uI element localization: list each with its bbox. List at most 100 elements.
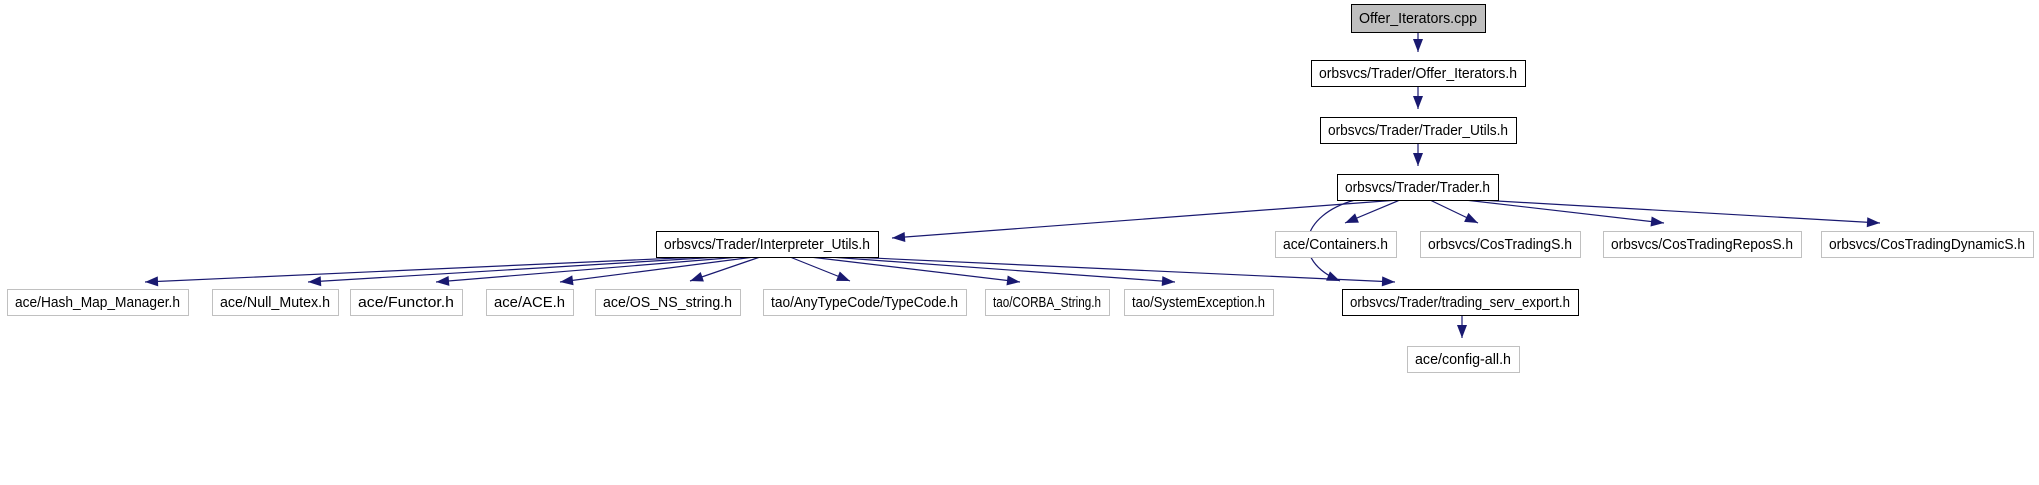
arrowhead-icon: [145, 276, 159, 287]
edge-trader_h-to-ace_containers_h: [1344, 199, 1401, 224]
arrowhead-icon: [1650, 216, 1664, 227]
node-label: ace/Functor.h: [358, 294, 454, 311]
node-box[interactable]: [1311, 60, 1526, 87]
node-functor_h[interactable]: ace/Functor.h: [350, 289, 463, 316]
edge-interpreter_utils_h-to-trading_serv_export_h: [849, 256, 1396, 287]
node-config_all_h[interactable]: ace/config-all.h: [1407, 346, 1520, 373]
arrowhead-icon: [1457, 325, 1467, 338]
arrowhead-icon: [836, 271, 850, 281]
arrowhead-icon: [1413, 96, 1423, 109]
node-label: orbsvcs/Trader/Interpreter_Utils.h: [664, 236, 870, 253]
node-label: orbsvcs/CosTradingReposS.h: [1611, 236, 1793, 253]
edge-line: [1479, 199, 1881, 224]
edge-line: [849, 256, 1396, 283]
node-box[interactable]: [1275, 231, 1397, 258]
node-label: ace/OS_NS_string.h: [603, 294, 732, 311]
node-costradingdynamic_h[interactable]: orbsvcs/CosTradingDynamicS.h: [1821, 231, 2034, 258]
node-label: orbsvcs/CosTradingDynamicS.h: [1829, 236, 2025, 253]
edge-interpreter_utils_h-to-ace_h: [559, 256, 755, 286]
edge-offer_iterators_cpp-to-offer_iterators_h: [1413, 32, 1423, 52]
node-label: ace/config-all.h: [1415, 351, 1511, 368]
node-box[interactable]: [1342, 289, 1579, 316]
node-interpreter_utils_h[interactable]: orbsvcs/Trader/Interpreter_Utils.h: [656, 231, 879, 258]
node-label: orbsvcs/Trader/Trader.h: [1345, 179, 1490, 196]
edge-line: [307, 256, 721, 283]
node-box[interactable]: [1337, 174, 1499, 201]
arrowhead-icon: [1006, 275, 1020, 286]
node-label: orbsvcs/Trader/trading_serv_export.h: [1350, 294, 1570, 311]
node-label: ace/Hash_Map_Manager.h: [15, 294, 180, 311]
edge-trader_utils_h-to-trader_h: [1413, 143, 1423, 166]
edge-interpreter_utils_h-to-typecode_h: [789, 256, 851, 282]
node-label: orbsvcs/Trader/Trader_Utils.h: [1328, 122, 1508, 139]
edges-layer: [144, 32, 1881, 338]
node-box[interactable]: [763, 289, 967, 316]
node-label: tao/AnyTypeCode/TypeCode.h: [771, 294, 958, 311]
edge-line: [435, 256, 741, 283]
node-label: ace/Null_Mutex.h: [220, 294, 330, 311]
edge-interpreter_utils_h-to-hash_map_manager_h: [144, 256, 701, 287]
node-null_mutex_h[interactable]: ace/Null_Mutex.h: [212, 289, 339, 316]
node-trader_h[interactable]: orbsvcs/Trader/Trader.h: [1337, 174, 1499, 201]
edge-line: [829, 256, 1176, 283]
node-label: ace/Containers.h: [1283, 236, 1388, 253]
arrowhead-icon: [436, 275, 450, 286]
node-hash_map_manager_h[interactable]: ace/Hash_Map_Manager.h: [7, 289, 189, 316]
arrowhead-icon: [560, 275, 574, 286]
edge-trader_h-to-interpreter_utils_h: [891, 199, 1399, 243]
node-box[interactable]: [486, 289, 574, 316]
edge-line: [144, 256, 701, 283]
node-box[interactable]: [1320, 117, 1517, 144]
node-box[interactable]: [350, 289, 463, 316]
edge-interpreter_utils_h-to-os_ns_string_h: [689, 256, 761, 282]
arrowhead-icon: [1464, 212, 1478, 223]
edge-interpreter_utils_h-to-null_mutex_h: [307, 256, 721, 287]
arrowhead-icon: [1381, 276, 1395, 287]
nodes-layer: Offer_Iterators.cpp orbsvcs/Trader/Offer_…: [7, 4, 2034, 373]
edge-interpreter_utils_h-to-system_exception_h: [829, 256, 1176, 287]
node-os_ns_string_h[interactable]: ace/OS_NS_string.h: [595, 289, 741, 316]
node-offer_iterators_h[interactable]: orbsvcs/Trader/Offer_Iterators.h: [1311, 60, 1526, 87]
arrowhead-icon: [1413, 39, 1423, 52]
arrowhead-icon: [1413, 153, 1423, 166]
node-box[interactable]: [595, 289, 741, 316]
edge-line: [809, 256, 1021, 283]
node-box[interactable]: [7, 289, 189, 316]
node-trading_serv_export_h[interactable]: orbsvcs/Trader/trading_serv_export.h: [1342, 289, 1579, 316]
node-costradingrepos_h[interactable]: orbsvcs/CosTradingReposS.h: [1603, 231, 1802, 258]
edge-trader_h-to-costradingdynamic_h: [1479, 199, 1881, 228]
edge-offer_iterators_h-to-trader_utils_h: [1413, 86, 1423, 109]
edge-line: [1464, 199, 1665, 224]
node-label: orbsvcs/Trader/Offer_Iterators.h: [1319, 65, 1517, 82]
node-box[interactable]: [1351, 4, 1486, 33]
node-label: ace/ACE.h: [494, 294, 565, 311]
arrowhead-icon: [1866, 217, 1880, 228]
node-box[interactable]: [985, 289, 1110, 316]
node-label: tao/SystemException.h: [1132, 294, 1265, 311]
node-corba_string_h[interactable]: tao/CORBA_String.h: [985, 289, 1110, 316]
node-box[interactable]: [1124, 289, 1274, 316]
node-ace_containers_h[interactable]: ace/Containers.h: [1275, 231, 1397, 258]
node-typecode_h[interactable]: tao/AnyTypeCode/TypeCode.h: [763, 289, 967, 316]
node-box[interactable]: [212, 289, 339, 316]
node-trader_utils_h[interactable]: orbsvcs/Trader/Trader_Utils.h: [1320, 117, 1517, 144]
node-system_exception_h[interactable]: tao/SystemException.h: [1124, 289, 1274, 316]
node-box[interactable]: [1420, 231, 1581, 258]
node-label: tao/CORBA_String.h: [993, 294, 1101, 311]
node-box[interactable]: [1603, 231, 1802, 258]
edge-line: [559, 256, 755, 283]
node-offer_iterators_cpp[interactable]: Offer_Iterators.cpp: [1351, 4, 1486, 33]
node-label: Offer_Iterators.cpp: [1359, 10, 1477, 27]
node-box[interactable]: [1407, 346, 1520, 373]
node-ace_h[interactable]: ace/ACE.h: [486, 289, 574, 316]
node-box[interactable]: [1821, 231, 2034, 258]
edge-interpreter_utils_h-to-functor_h: [435, 256, 741, 286]
edge-trader_h-to-costradings_h: [1429, 199, 1479, 224]
arrowhead-icon: [892, 232, 906, 243]
node-box[interactable]: [656, 231, 879, 258]
arrowhead-icon: [1161, 276, 1175, 287]
node-costradings_h[interactable]: orbsvcs/CosTradingS.h: [1420, 231, 1581, 258]
edge-trader_h-to-costradingrepos_h: [1464, 199, 1665, 227]
